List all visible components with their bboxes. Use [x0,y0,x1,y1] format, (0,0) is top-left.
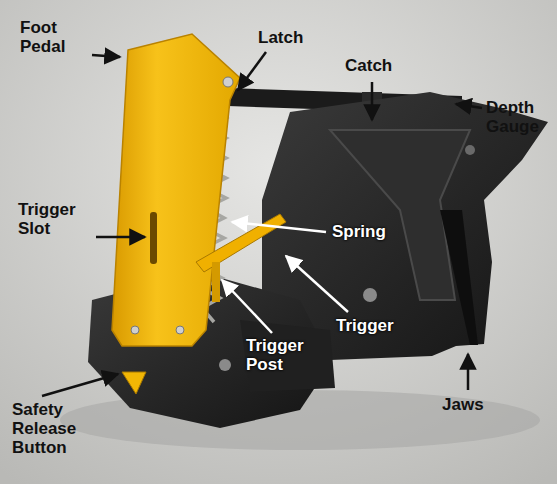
leader-line [467,354,470,390]
leader-line [286,256,348,312]
leader-line [96,236,145,239]
leader-line [222,280,272,333]
part-label: Trigger Post [246,336,322,374]
part-label: Foot Pedal [20,18,90,56]
leader-line [92,55,120,57]
jaw-tine [440,210,478,345]
leader-line [238,52,266,90]
latch-pin [223,77,233,87]
safety-button [122,372,146,394]
part-label: Spring [332,222,404,241]
part-label: Trigger [336,316,412,335]
bolt [363,288,377,302]
bolt [219,359,231,371]
part-label: Jaws [442,395,502,414]
part-label: Safety Release Button [12,400,98,457]
part-label: Trigger Slot [18,200,94,238]
part-label: Depth Gauge [486,98,552,136]
trigger-slot [150,212,157,264]
bolt [131,326,139,334]
bolt [465,145,475,155]
leader-line [456,104,482,108]
trigger-post [212,262,220,302]
base-plate [240,320,335,392]
part-label: Catch [345,56,415,75]
leader-line [42,374,118,396]
leader-line [371,82,374,120]
foot-pedal [112,34,240,346]
leader-line [232,222,326,232]
part-label: Latch [258,28,328,47]
bolt [176,326,184,334]
